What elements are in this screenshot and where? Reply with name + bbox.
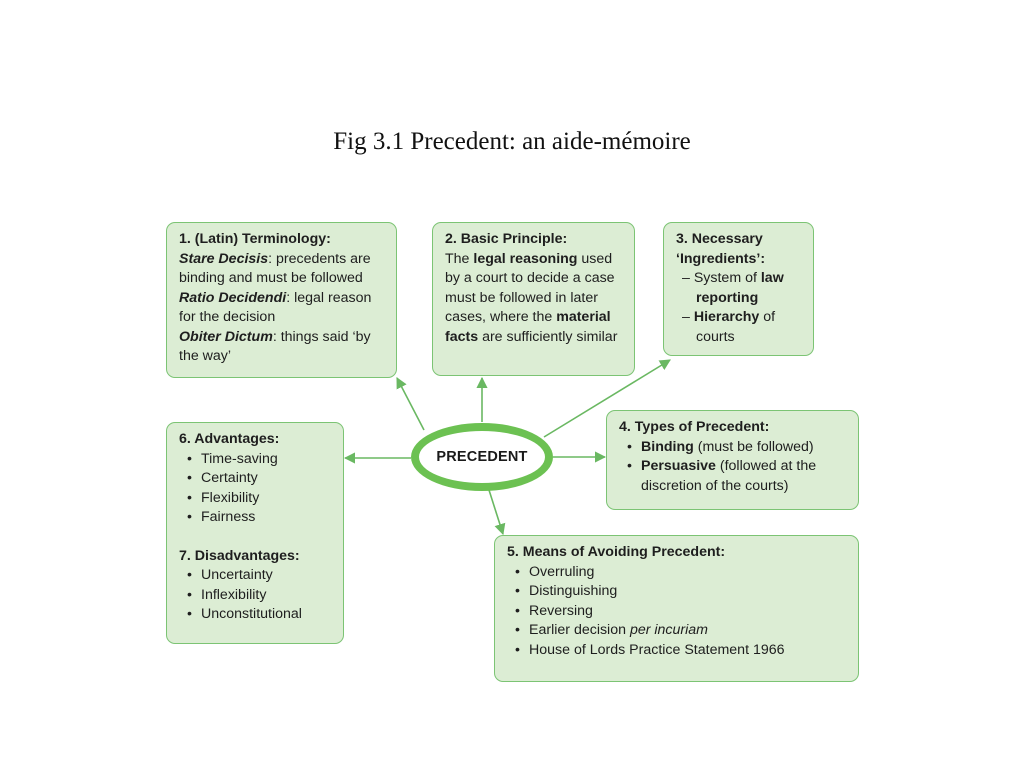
avoiding-item: House of Lords Practice Statement 1966 [515, 641, 848, 661]
ingredient-item: – Hierarchy of courts [682, 309, 776, 345]
advantage-item: Fairness [187, 508, 333, 528]
disadvantage-item: Uncertainty [187, 566, 333, 586]
avoiding-item: Overruling [515, 563, 848, 583]
types-heading: 4. Types of Precedent: [619, 419, 770, 435]
type-item: Persuasive (followed at the discretion o… [627, 457, 848, 496]
advantages-heading: 6. Advantages: [179, 431, 280, 447]
advantage-item: Flexibility [187, 489, 333, 509]
type-item: Binding (must be followed) [627, 438, 848, 458]
terminology-item: Stare Decisis: precedents are binding an… [179, 250, 371, 287]
advantages-disadvantages-box: 6. Advantages: Time-saving Certainty Fle… [166, 422, 344, 644]
basic-principle-box: 2. Basic Principle: The legal reasoning … [432, 222, 635, 376]
arrow-to-terminology [396, 377, 425, 431]
terminology-box: 1. (Latin) Terminology: Stare Decisis: p… [166, 222, 397, 378]
ingredients-heading: 3. Necessary [676, 231, 763, 247]
avoiding-precedent-box: 5. Means of Avoiding Precedent: Overruli… [494, 535, 859, 682]
hub-label: PRECEDENT [436, 449, 528, 465]
ingredient-item: – System of law reporting [682, 270, 784, 306]
advantage-item: Certainty [187, 469, 333, 489]
advantage-item: Time-saving [187, 450, 333, 470]
arrow-to-ingredients [543, 359, 671, 438]
disadvantages-heading: 7. Disadvantages: [179, 547, 300, 564]
avoiding-item: Distinguishing [515, 582, 848, 602]
basic-principle-heading: 2. Basic Principle: [445, 231, 568, 247]
ingredients-heading: ‘Ingredients’: [676, 250, 766, 267]
ingredients-box: 3. Necessary ‘Ingredients’: – System of … [663, 222, 814, 356]
arrow-to-avoiding [488, 489, 506, 536]
avoiding-item: Reversing [515, 602, 848, 622]
basic-principle-text: The legal reasoning used by a court to d… [445, 250, 618, 345]
terminology-item: Obiter Dictum: things said ‘by the way’ [179, 328, 371, 365]
types-of-precedent-box: 4. Types of Precedent: Binding (must be … [606, 410, 859, 510]
avoiding-item: Earlier decision per incuriam [515, 621, 848, 641]
figure-title: Fig 3.1 Precedent: an aide-mémoire [333, 128, 691, 155]
disadvantage-item: Inflexibility [187, 586, 333, 606]
terminology-heading: 1. (Latin) Terminology: [179, 231, 331, 247]
disadvantage-item: Unconstitutional [187, 605, 333, 625]
terminology-item: Ratio Decidendi: legal reason for the de… [179, 289, 372, 326]
precedent-hub: PRECEDENT [411, 423, 553, 491]
avoiding-heading: 5. Means of Avoiding Precedent: [507, 544, 726, 560]
